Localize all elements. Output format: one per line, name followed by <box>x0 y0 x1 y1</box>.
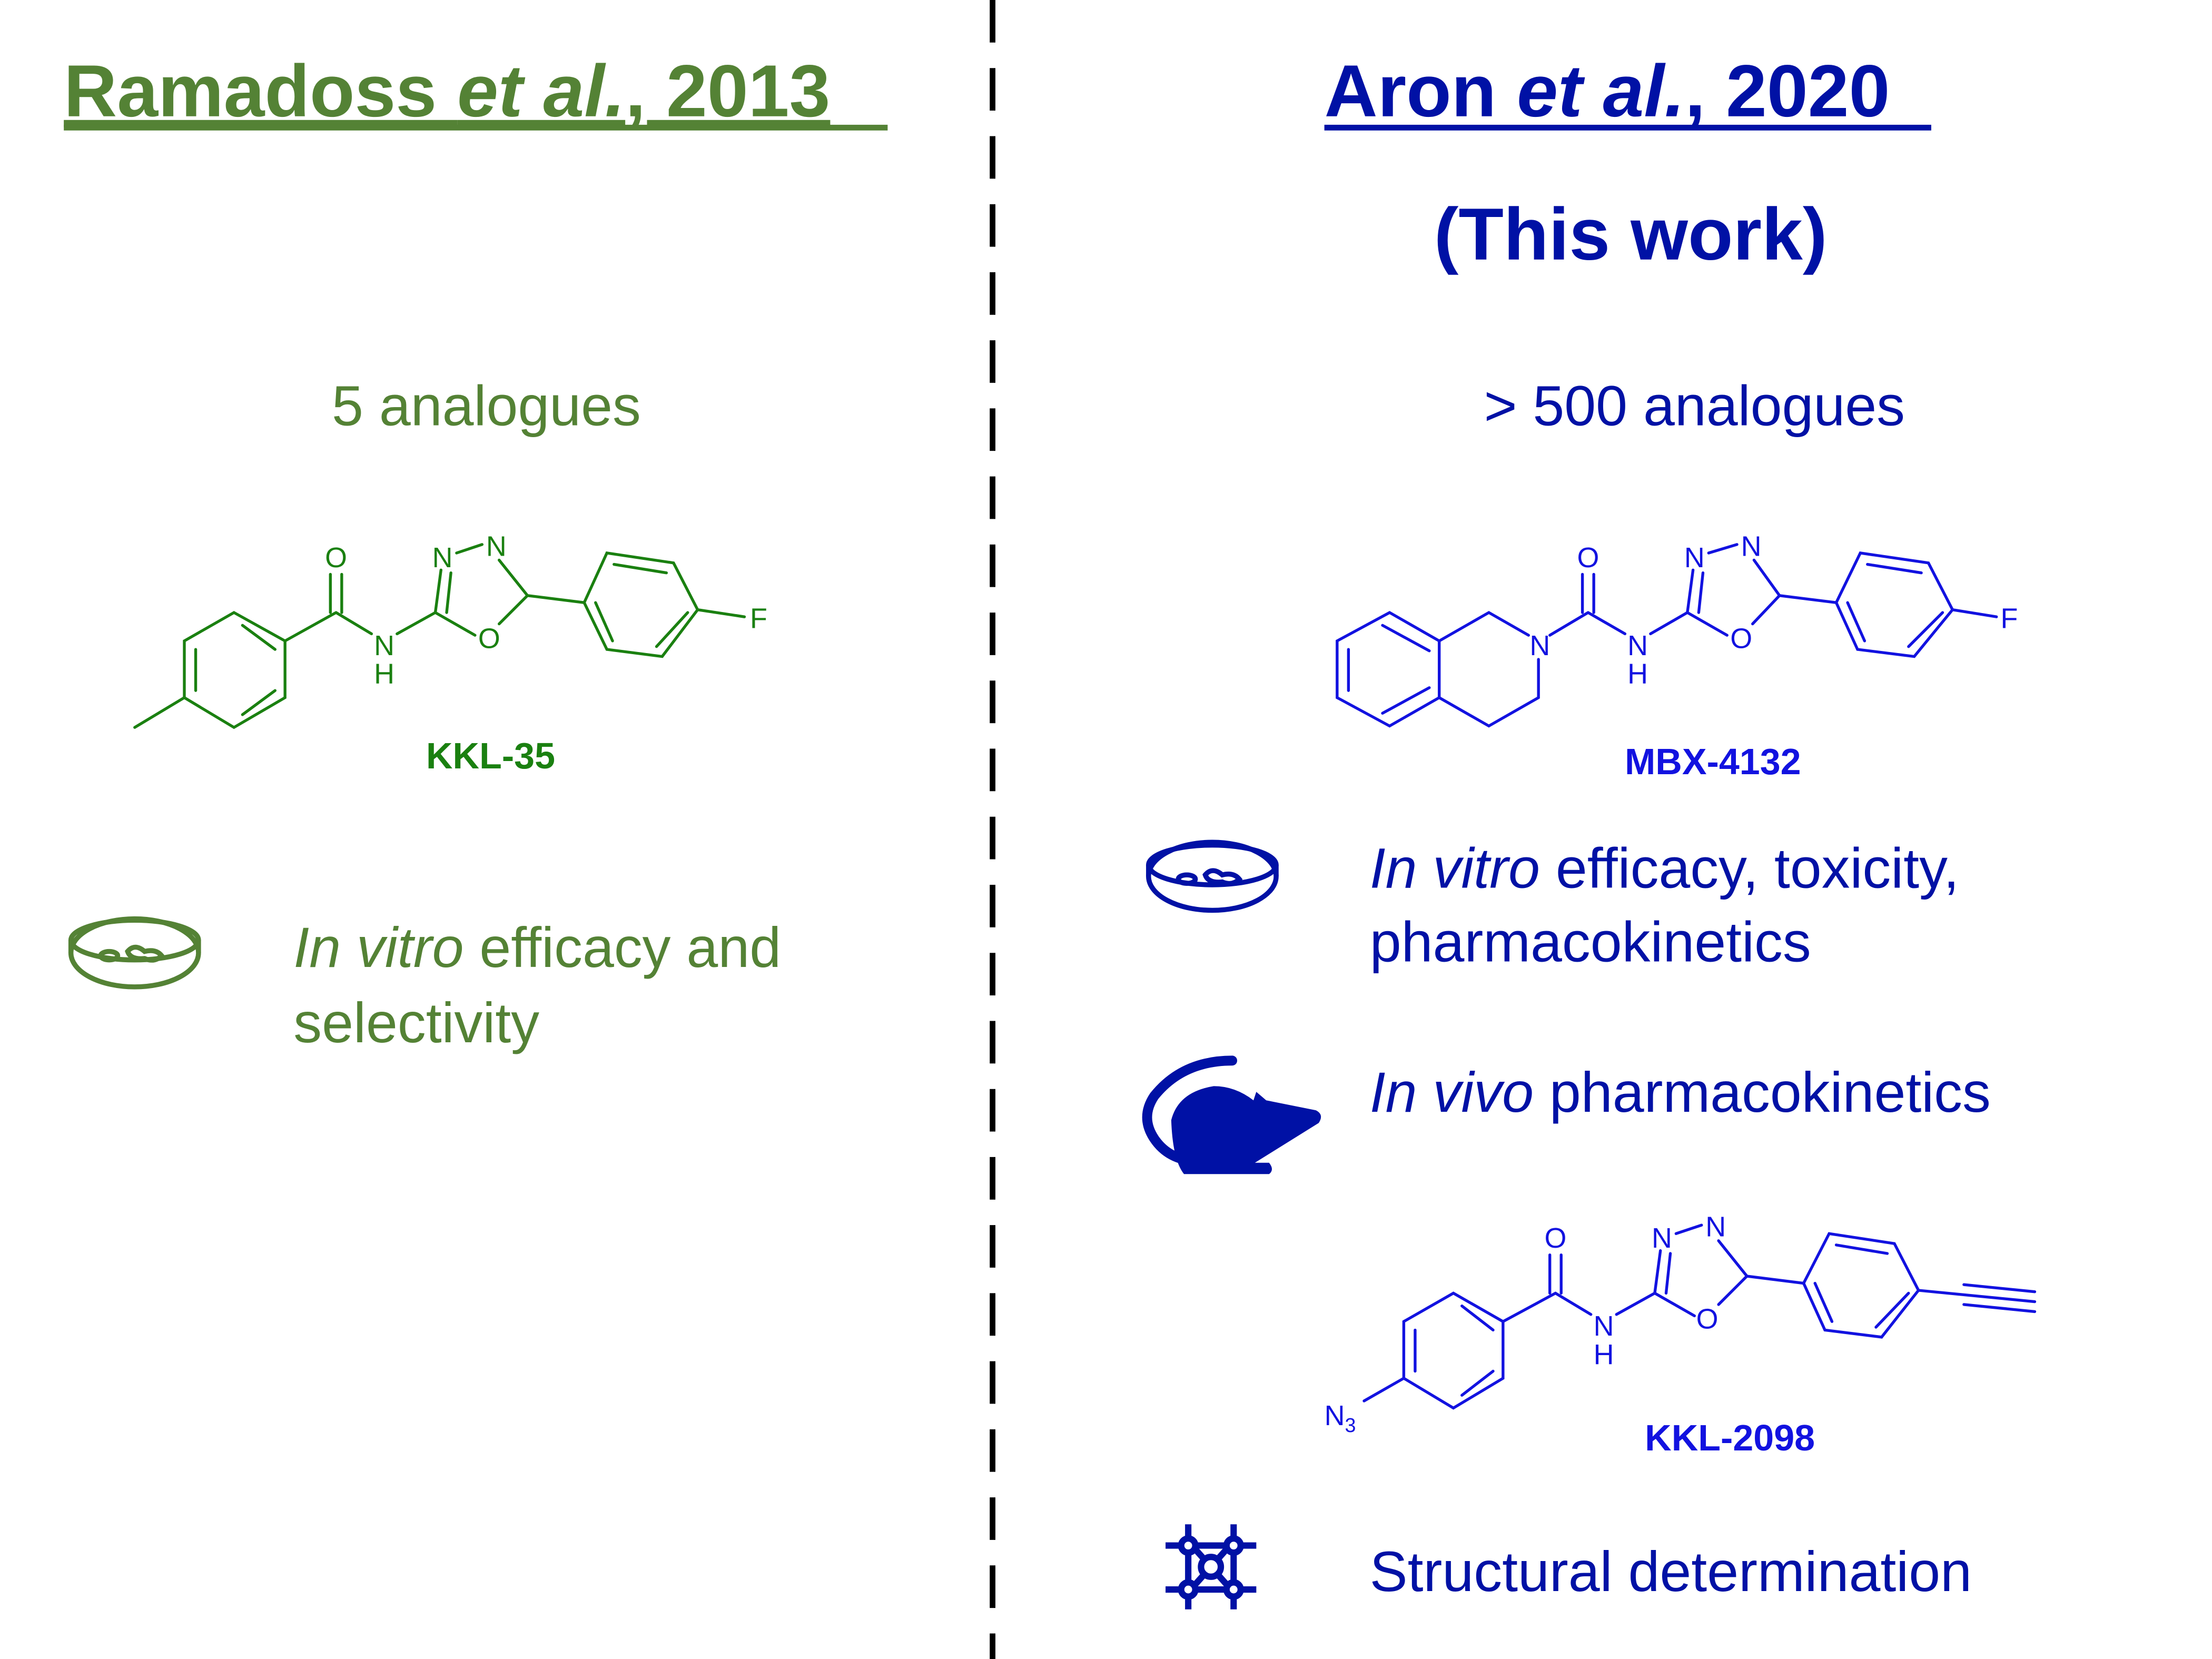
left-count: 5 analogues <box>332 374 641 438</box>
svg-text:N: N <box>1594 1310 1614 1342</box>
svg-text:H: H <box>374 658 394 690</box>
molecule-structure-icon <box>1166 1524 1257 1609</box>
right-title: Aron et al., 2020 <box>1325 50 1890 132</box>
svg-text:N: N <box>432 542 453 574</box>
left-title: Ramadoss et al., 2013 <box>64 50 830 132</box>
compound-label-kkl-35: KKL-35 <box>426 735 555 776</box>
svg-text:N: N <box>1529 630 1550 661</box>
svg-text:O: O <box>1730 623 1752 654</box>
svg-text:F: F <box>750 603 767 635</box>
compound-label-mbx-4132: MBX-4132 <box>1625 741 1801 782</box>
svg-text:H: H <box>1594 1339 1614 1370</box>
compound-label-kkl-2098: KKL-2098 <box>1645 1417 1815 1458</box>
svg-text:N: N <box>1705 1211 1726 1243</box>
svg-text:O: O <box>478 623 500 654</box>
mouse-icon <box>1142 1055 1321 1174</box>
petri-dish-icon <box>68 916 201 990</box>
svg-text:O: O <box>1545 1222 1567 1254</box>
svg-text:O: O <box>1577 542 1599 574</box>
right-feature-in-vitro: In vitro efficacy, toxicity, <box>1370 836 1959 900</box>
left-feature-line2: selectivity <box>293 991 539 1054</box>
mbx-4132-structure: O N N H N N O F <box>1336 530 2018 728</box>
right-feature-in-vitro-line2: pharmacokinetics <box>1370 910 1811 973</box>
right-feature-structural: Structural determination <box>1370 1540 1972 1603</box>
right-count: > 500 analogues <box>1484 374 1905 438</box>
kkl-35-structure: O N H N N O F <box>133 530 767 729</box>
svg-text:N3: N3 <box>1325 1400 1356 1436</box>
left-feature: In vitro efficacy and <box>293 916 781 979</box>
petri-dish-icon <box>1146 840 1279 913</box>
svg-text:N: N <box>374 630 394 661</box>
svg-text:N: N <box>1684 542 1705 574</box>
svg-text:N: N <box>1652 1222 1672 1254</box>
svg-text:N: N <box>1741 530 1762 562</box>
svg-text:F: F <box>2001 603 2018 635</box>
svg-text:N: N <box>1627 630 1648 661</box>
svg-text:O: O <box>1696 1303 1719 1335</box>
right-subtitle: (This work) <box>1434 193 1828 275</box>
kkl-2098-structure: N3 O N H N N O <box>1325 1211 2037 1436</box>
svg-text:H: H <box>1627 658 1648 690</box>
svg-text:O: O <box>325 542 347 574</box>
svg-text:N: N <box>486 530 507 562</box>
right-feature-in-vivo: In vivo pharmacokinetics <box>1370 1061 1991 1124</box>
